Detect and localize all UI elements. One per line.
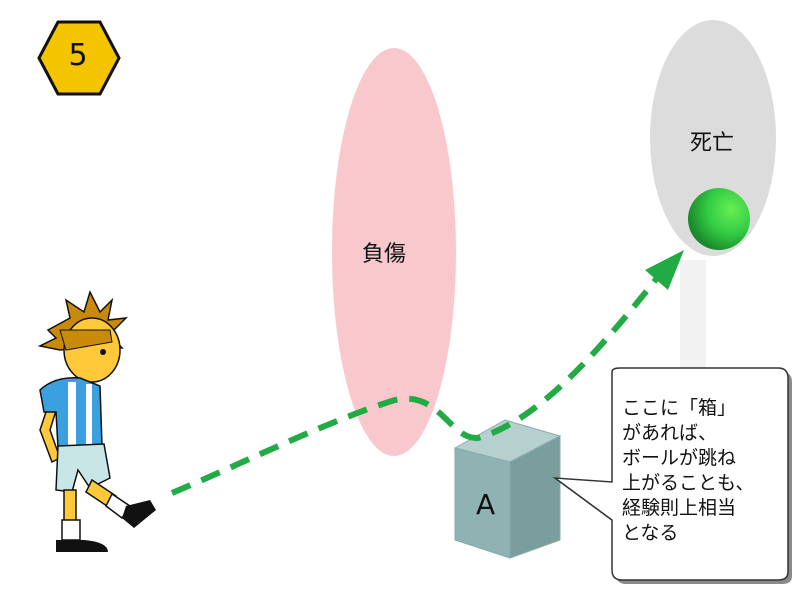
callout-line: があれば、: [622, 422, 718, 444]
death-zone-shadow: [680, 260, 706, 370]
callout-line: となる: [622, 522, 679, 544]
callout-line: ボールが跳ね: [622, 447, 737, 469]
injury-zone: [332, 48, 456, 456]
death-zone: [650, 20, 776, 256]
hexagon-badge-icon: [37, 20, 121, 96]
box-label: A: [476, 488, 496, 521]
injury-zone-label: 負傷: [362, 242, 407, 267]
callout-bubble: [552, 367, 792, 584]
callout-text: ここに「箱」 があれば、 ボールが跳ね 上がることも、 経験則上相当 となる: [622, 396, 782, 546]
soccer-player-icon: [37, 289, 156, 552]
callout-line: 上がることも、: [622, 472, 755, 494]
ball-icon: [688, 188, 750, 250]
box-a: [453, 419, 562, 559]
callout-line: 経験則上相当: [622, 497, 737, 519]
callout-line: ここに「箱」: [622, 397, 737, 419]
ball-trajectory: [170, 266, 668, 496]
death-zone-label: 死亡: [690, 131, 735, 156]
step-number: 5: [68, 38, 88, 73]
arrow-head-icon: [645, 250, 684, 290]
box-front: [454, 447, 511, 559]
